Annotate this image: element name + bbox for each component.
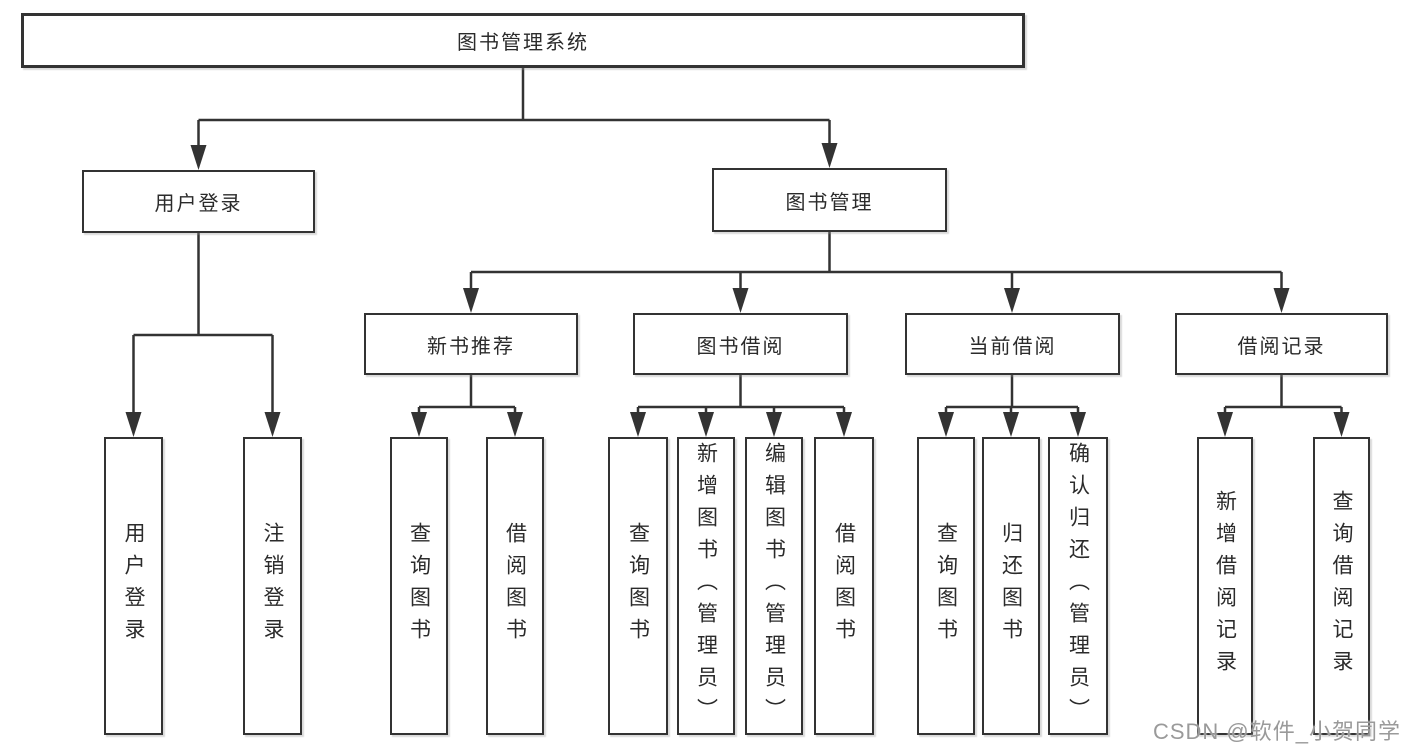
leaf-add-borrow-record: 新增借阅记录 bbox=[1197, 437, 1253, 735]
leaf-return-books: 归还图书 bbox=[982, 437, 1040, 735]
node-label: 图书管理 bbox=[785, 191, 874, 214]
leaf-user-login: 用户登录 bbox=[104, 437, 163, 735]
leaf-add-books-admin: 新增图书（管理员） bbox=[677, 437, 735, 735]
node-current-borrowing: 当前借阅 bbox=[905, 313, 1120, 375]
leaf-label: 查询借阅记录 bbox=[1330, 490, 1353, 682]
leaf-search-books-recommend: 查询图书 bbox=[390, 437, 448, 735]
leaf-label: 归还图书 bbox=[999, 522, 1023, 650]
leaf-label: 查询图书 bbox=[626, 522, 650, 650]
csdn-watermark: CSDN @软件_小贺同学 bbox=[1152, 719, 1401, 744]
leaf-confirm-return-admin: 确认归还（管理员） bbox=[1048, 437, 1108, 735]
leaf-label: 确认归还（管理员） bbox=[1066, 442, 1090, 730]
leaf-edit-books-admin: 编辑图书（管理员） bbox=[745, 437, 803, 735]
node-label: 当前借阅 bbox=[968, 335, 1057, 358]
leaf-label: 查询图书 bbox=[934, 522, 958, 650]
node-label: 新书推荐 bbox=[427, 335, 515, 358]
leaf-label: 借阅图书 bbox=[832, 522, 856, 650]
leaf-borrow-books-borrowing: 借阅图书 bbox=[814, 437, 874, 735]
leaf-search-books-borrowing: 查询图书 bbox=[608, 437, 668, 735]
leaf-label: 查询图书 bbox=[407, 522, 431, 650]
node-book-borrowing: 图书借阅 bbox=[633, 313, 848, 375]
leaf-label: 新增图书（管理员） bbox=[694, 442, 718, 730]
node-label: 图书借阅 bbox=[696, 335, 785, 358]
arrow-down-icons bbox=[125, 143, 1350, 437]
node-label: 图书管理系统 bbox=[457, 32, 589, 54]
leaf-logout-login: 注销登录 bbox=[243, 437, 302, 735]
leaf-search-borrow-record: 查询借阅记录 bbox=[1313, 437, 1370, 735]
leaf-label: 编辑图书（管理员） bbox=[762, 442, 786, 730]
leaf-label: 用户登录 bbox=[122, 522, 145, 650]
leaf-label: 新增借阅记录 bbox=[1213, 490, 1237, 682]
node-new-book-recommendation: 新书推荐 bbox=[364, 313, 578, 375]
node-label: 用户登录 bbox=[154, 193, 243, 215]
connector-lines bbox=[132, 68, 1343, 417]
leaf-label: 借阅图书 bbox=[503, 522, 527, 650]
node-book-management: 图书管理 bbox=[712, 168, 947, 232]
leaf-search-books-current: 查询图书 bbox=[917, 437, 975, 735]
node-user-login: 用户登录 bbox=[82, 170, 315, 233]
node-label: 借阅记录 bbox=[1237, 335, 1326, 358]
node-library-management-system: 图书管理系统 bbox=[21, 13, 1025, 68]
node-borrowing-records: 借阅记录 bbox=[1175, 313, 1388, 375]
leaf-borrow-books-recommend: 借阅图书 bbox=[486, 437, 544, 735]
leaf-label: 注销登录 bbox=[261, 522, 284, 650]
